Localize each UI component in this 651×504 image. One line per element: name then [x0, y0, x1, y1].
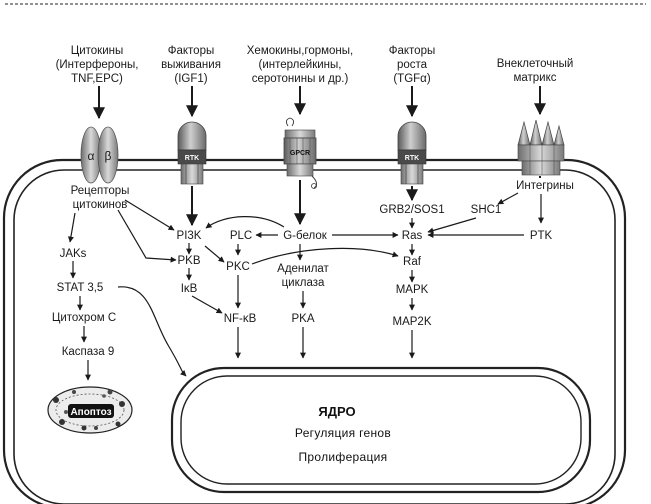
- nucleus-proliferation: Пролиферация: [299, 450, 388, 464]
- node-g-protein: G-белок: [283, 230, 327, 242]
- svg-text:(IGF1): (IGF1): [174, 73, 207, 85]
- svg-text:Цитокины: Цитокины: [71, 45, 124, 57]
- node-cytochrome: Цитохром С: [52, 312, 116, 324]
- node-stat: STAT 3,5: [57, 282, 104, 294]
- signal-survival-factors: Факторы выживания (IGF1): [161, 45, 221, 85]
- arrow-integrins-shc1: [497, 192, 519, 205]
- arrow-receptors-pi3k: [124, 199, 175, 231]
- signal-chemokines: Хемокины,гормоны, (интерлейкины, серотон…: [247, 45, 353, 85]
- signal-extracellular-matrix: Внеклеточный матрикс: [497, 58, 574, 84]
- node-grb2-sos1: GRB2/SOS1: [379, 204, 444, 216]
- node-integrins: Интегрины: [516, 180, 574, 192]
- svg-text:β: β: [105, 149, 112, 163]
- arrow-pkc-raf: [251, 247, 399, 265]
- svg-text:GPCR: GPCR: [290, 150, 310, 157]
- svg-text:Факторы: Факторы: [389, 45, 436, 57]
- cytokine-receptors-label: Рецепторы: [71, 185, 130, 197]
- svg-text:RTK: RTK: [405, 155, 419, 162]
- node-adenylate-cyclase-2: циклаза: [282, 277, 325, 289]
- svg-text:(TGFα): (TGFα): [393, 73, 430, 85]
- svg-text:роста: роста: [397, 59, 428, 71]
- node-map2k: MAP2K: [393, 316, 432, 328]
- nucleus: ЯДРО Регуляция генов Пролиферация: [170, 366, 592, 494]
- svg-text:(интерлейкины,: (интерлейкины,: [259, 59, 342, 71]
- arrow-ikb-nfkb: [191, 295, 223, 314]
- signal-growth-factors: Факторы роста (TGFα): [389, 45, 436, 85]
- node-caspase: Каспаза 9: [62, 346, 115, 358]
- arrow-receptors-pkb: [117, 209, 177, 263]
- rtk-receptor-left-icon: RTK: [177, 121, 207, 185]
- node-shc1: SHC1: [471, 204, 502, 216]
- apoptosis-label: Апоптоз: [70, 407, 111, 418]
- nucleus-title: ЯДРО: [318, 404, 355, 419]
- node-nfkb: NF-κB: [224, 313, 257, 325]
- node-mapk: MAPK: [396, 284, 429, 296]
- arrow-pi3k-pkc: [204, 245, 225, 263]
- node-plc: PLC: [230, 230, 252, 242]
- svg-text:α: α: [88, 149, 95, 163]
- svg-text:матрикс: матрикс: [513, 72, 556, 84]
- arrow-shc1-ras: [427, 217, 477, 234]
- nucleus-gene-regulation: Регуляция генов: [295, 426, 391, 440]
- arrow-stat-nucleus: [117, 286, 187, 377]
- cytokine-receptor-icon: α β: [80, 126, 119, 184]
- rtk-receptor-right-icon: RTK: [397, 121, 427, 185]
- cell-membrane-inner: [13, 169, 616, 504]
- signal-cytokines: Цитокины (Интерфероны, TNF,EPC): [56, 45, 139, 85]
- node-pkc: PKC: [226, 261, 250, 273]
- node-pi3k: PI3K: [177, 230, 202, 242]
- apoptosis-icon: Апоптоз: [47, 386, 133, 434]
- svg-text:Внеклеточный: Внеклеточный: [497, 58, 574, 70]
- node-ptk: PTK: [530, 230, 553, 242]
- cytokine-receptors-label-2: цитокинов: [73, 199, 128, 211]
- node-raf: Raf: [403, 256, 422, 268]
- arrow-gprotein-pi3k: [205, 216, 285, 229]
- node-pkb: PKB: [177, 255, 200, 267]
- integrin-receptor-icon: [517, 119, 565, 176]
- svg-text:Факторы: Факторы: [168, 45, 215, 57]
- node-jaks: JAKs: [60, 248, 87, 260]
- svg-text:Хемокины,гормоны,: Хемокины,гормоны,: [247, 45, 353, 57]
- node-ikb: IκB: [181, 283, 198, 295]
- svg-text:TNF,EPC): TNF,EPC): [71, 73, 123, 85]
- arrow-receptors-jaks: [67, 212, 76, 243]
- svg-text:RTK: RTK: [185, 155, 199, 162]
- gpcr-receptor-icon: GPCR: [283, 117, 317, 189]
- svg-text:выживания: выживания: [161, 59, 221, 71]
- node-pka: PKA: [291, 313, 314, 325]
- svg-text:серотонины и др.): серотонины и др.): [252, 73, 349, 85]
- node-adenylate-cyclase: Аденилат: [277, 263, 329, 275]
- node-ras: Ras: [402, 230, 423, 242]
- svg-text:(Интерфероны,: (Интерфероны,: [56, 59, 139, 71]
